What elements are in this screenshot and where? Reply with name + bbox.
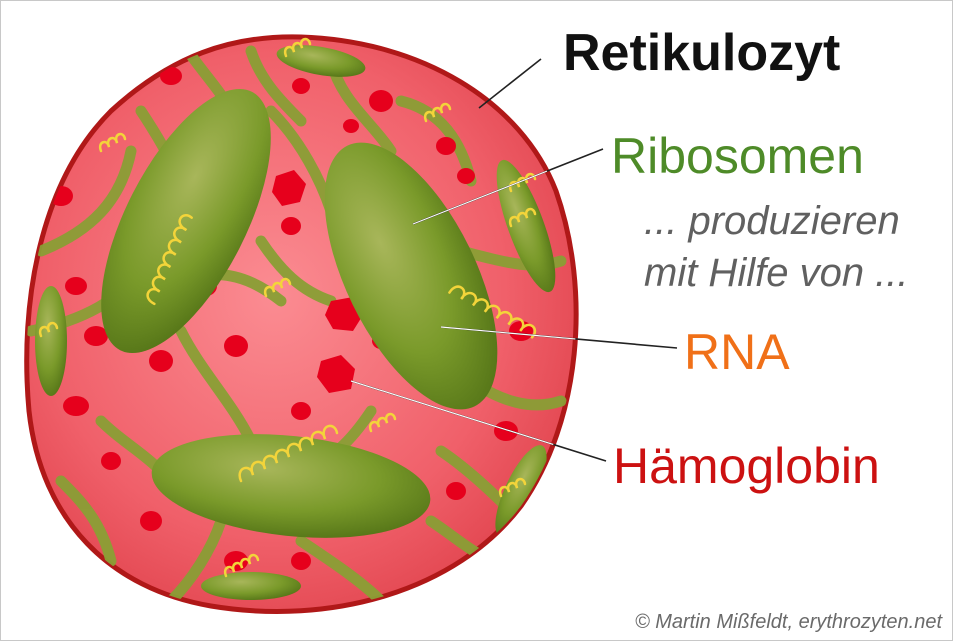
rna-strands bbox=[38, 37, 537, 578]
label-hemoglobin: Hämoglobin bbox=[613, 438, 880, 494]
copyright-credit: © Martin Mißfeldt, erythrozyten.net bbox=[634, 611, 942, 633]
label-producing-line2: mit Hilfe von ... bbox=[644, 251, 909, 295]
rim-organelles bbox=[35, 45, 556, 600]
rna-coil bbox=[238, 424, 339, 483]
label-producing-line1: ... produzieren bbox=[644, 199, 900, 243]
ribosome-body bbox=[324, 142, 498, 410]
label-reticulocyte: Retikulozyt bbox=[563, 24, 841, 82]
rna-coil bbox=[448, 285, 537, 339]
ribosome-body bbox=[101, 88, 271, 354]
label-rna: RNA bbox=[684, 324, 790, 380]
ribosome-bodies bbox=[101, 88, 498, 538]
ribosome-body bbox=[151, 434, 431, 538]
rna-coil bbox=[146, 214, 193, 306]
leader-line-reticulocyte bbox=[478, 58, 542, 109]
label-ribosomes: Ribosomen bbox=[611, 128, 864, 184]
